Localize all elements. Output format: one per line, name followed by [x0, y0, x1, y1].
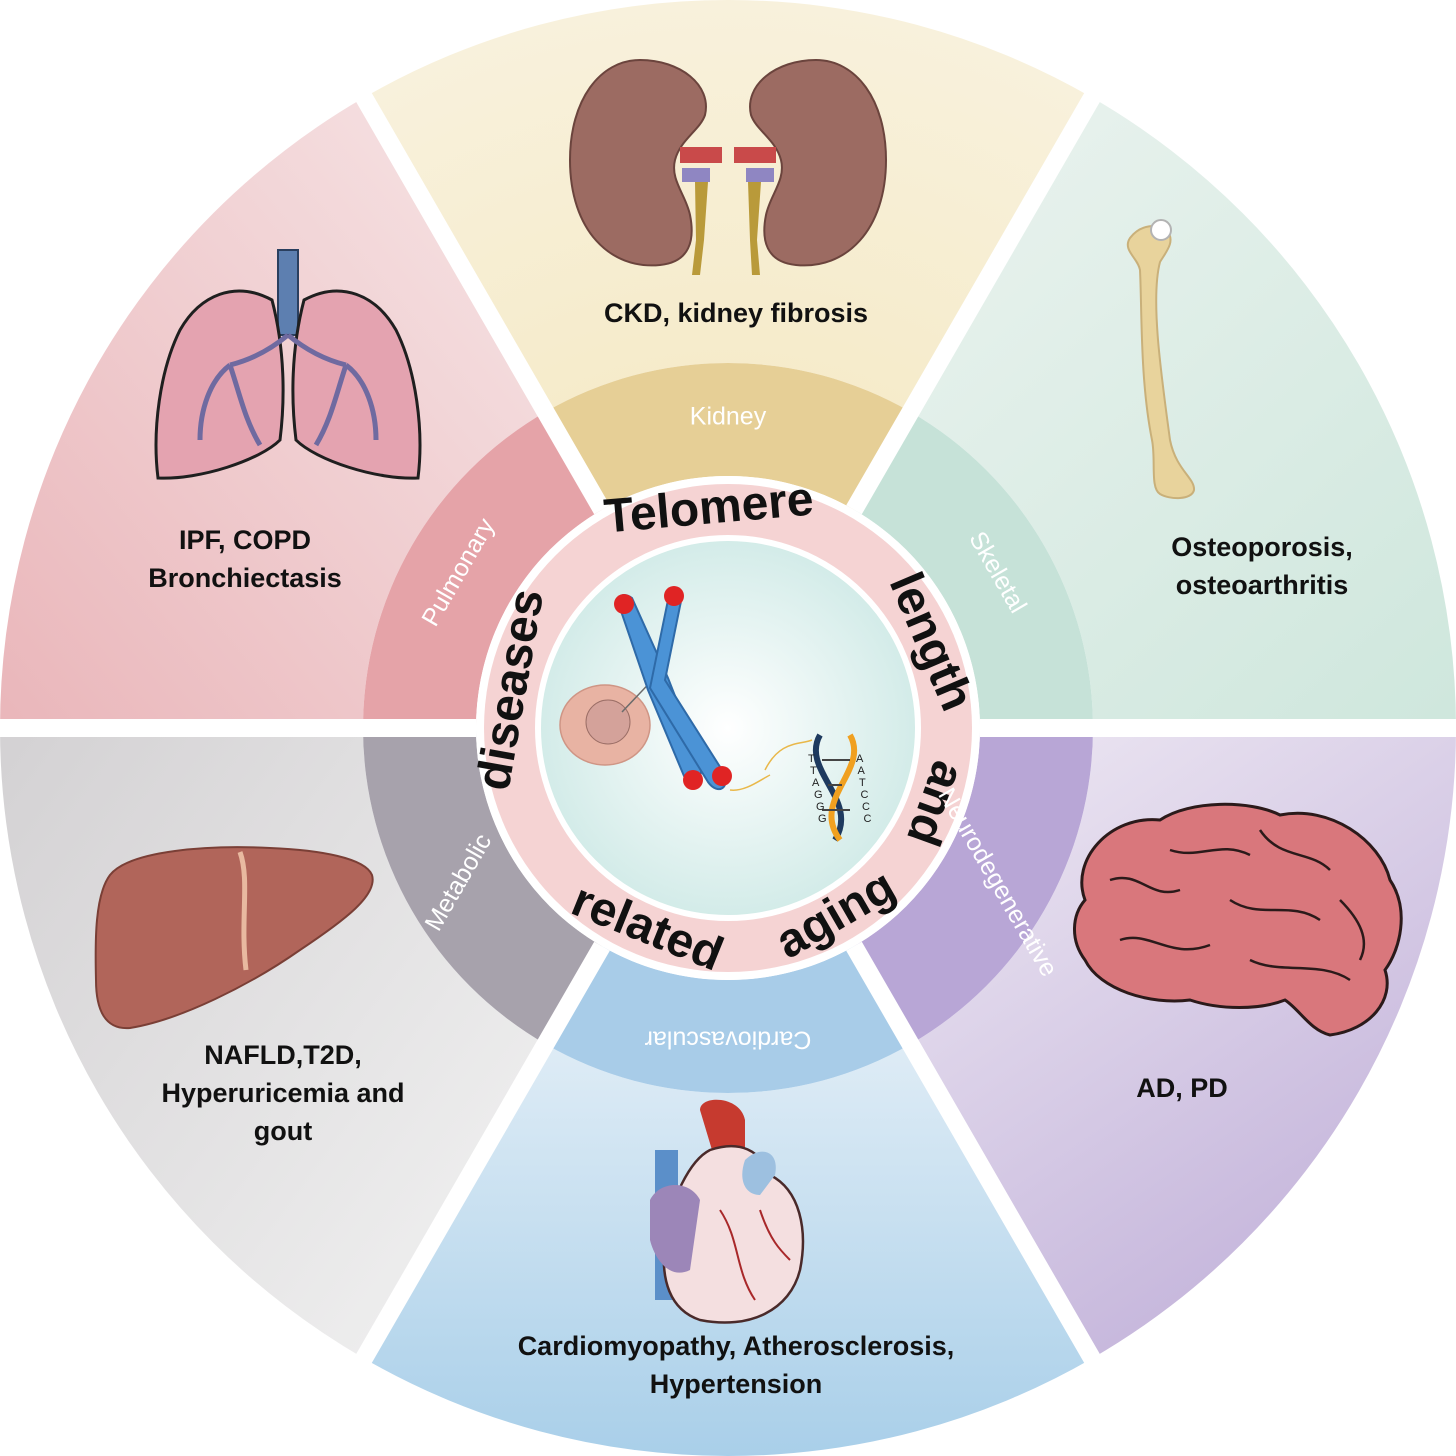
dna-helix-icon: [729, 733, 858, 842]
lungs-icon: [154, 249, 422, 480]
band-pulmonary: [363, 411, 602, 728]
category-label-cardio: Cardiovascular: [645, 1025, 812, 1053]
band-kidney: [545, 363, 911, 510]
separator-line: [846, 88, 1103, 515]
dna-letter: T: [808, 753, 815, 765]
dna-letter: A: [856, 753, 864, 765]
disease-label-skeletal: Osteoporosis, osteoarthritis: [1171, 532, 1353, 600]
disease-line: Hypertension: [650, 1369, 823, 1399]
separator-line: [353, 88, 610, 515]
dna-letter: C: [864, 813, 872, 825]
dna-letter: T: [859, 777, 866, 789]
sector-skeletal: [910, 97, 1456, 728]
disease-line: gout: [254, 1116, 312, 1146]
disease-line: Hyperuricemia and: [161, 1078, 404, 1108]
disease-label-cardio: Cardiomyopathy, Atherosclerosis, Hyperten…: [518, 1331, 955, 1399]
disease-line: Bronchiectasis: [148, 563, 342, 593]
band-skeletal: [854, 411, 1093, 728]
sector-kidney: [364, 0, 1092, 412]
disease-line: IPF, COPD: [179, 525, 311, 555]
separator-line: [353, 941, 610, 1368]
disease-line: osteoarthritis: [1176, 570, 1349, 600]
separator-line: [846, 941, 1103, 1368]
kidneys-icon: [568, 58, 888, 275]
separators: [0, 88, 1456, 1368]
disease-line: AD, PD: [1136, 1073, 1228, 1103]
disease-line: Cardiomyopathy, Atherosclerosis,: [518, 1331, 955, 1361]
band-metabolic: [363, 728, 602, 1045]
disease-line: Osteoporosis,: [1171, 532, 1353, 562]
disease-line: CKD, kidney fibrosis: [604, 298, 868, 328]
brain-icon: [1073, 802, 1403, 1037]
category-bands: [363, 363, 1093, 1093]
dna-letter: G: [818, 813, 827, 825]
dna-letter: G: [814, 789, 823, 801]
chromosome-icon: [614, 586, 732, 791]
heart-icon: [650, 1099, 805, 1324]
dna-letter: C: [862, 801, 870, 813]
disease-label-pulmonary: IPF, COPD Bronchiectasis: [148, 525, 342, 593]
dna-letter: C: [861, 789, 869, 801]
cell-nucleus-icon: [559, 671, 661, 766]
category-label-kidney: Kidney: [690, 403, 767, 431]
disease-label-kidney: CKD, kidney fibrosis: [604, 298, 868, 328]
liver-icon: [94, 846, 374, 1030]
dna-letter: A: [858, 765, 866, 777]
disease-label-metabolic: NAFLD,T2D, Hyperuricemia and gout: [161, 1040, 404, 1146]
dna-letter: G: [816, 801, 825, 813]
band-neuro: [854, 728, 1093, 1045]
femur-bone-icon: [1126, 219, 1195, 500]
disease-line: NAFLD,T2D,: [204, 1040, 362, 1070]
dna-letter: T: [810, 765, 817, 777]
disease-label-neuro: AD, PD: [1136, 1073, 1228, 1103]
dna-letter: A: [812, 777, 820, 789]
band-cardio: [545, 946, 911, 1093]
